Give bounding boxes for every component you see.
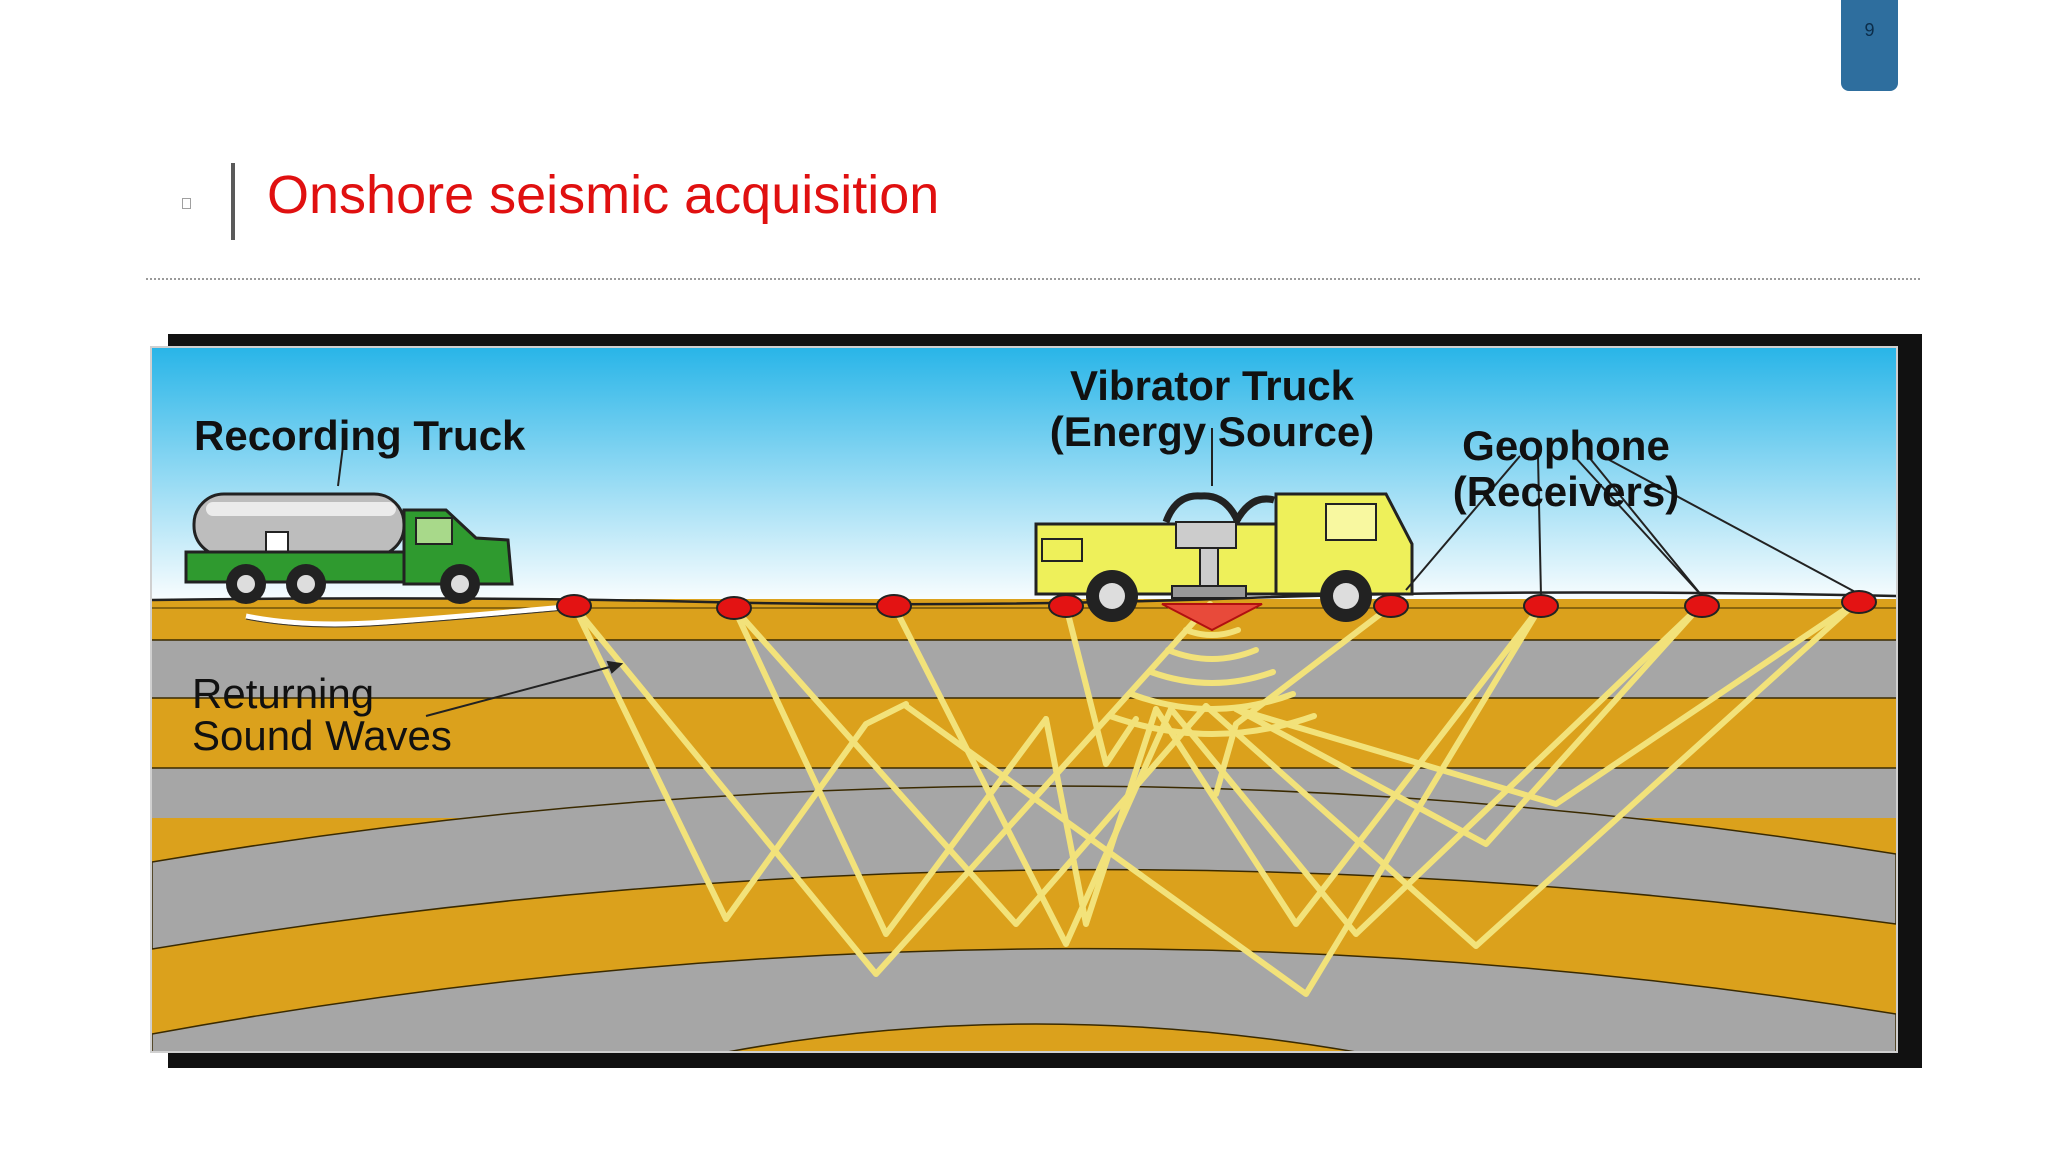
geophones <box>556 590 1877 620</box>
label-geophone-line2: (Receivers) <box>1453 468 1679 515</box>
geophone-8 <box>1841 590 1877 614</box>
leader-lines <box>337 428 1860 717</box>
curved-gold-core <box>728 1023 1355 1051</box>
recording-truck-icon <box>184 492 577 628</box>
label-returning-line2: Sound Waves <box>192 712 452 759</box>
geophone-1 <box>556 594 592 618</box>
title-accent-bar <box>231 163 235 240</box>
label-vibrator-truck-line1: Vibrator Truck <box>1070 362 1355 409</box>
vibrator-truck-icon <box>1034 492 1414 622</box>
sound-wave-arcs-icon <box>1107 627 1317 737</box>
slide-number: 9 <box>1864 20 1875 40</box>
geophone-7 <box>1684 594 1720 618</box>
label-geophone-line1: Geophone <box>1462 422 1670 469</box>
slide-number-tab: 9 <box>1841 0 1898 91</box>
geophone-2 <box>716 596 752 620</box>
label-recording-truck: Recording Truck <box>194 412 526 459</box>
flat-gray-layer-1 <box>152 640 1896 698</box>
geophone-4 <box>1048 594 1084 618</box>
geophone-3 <box>876 594 912 618</box>
seismic-diagram: Recording Truck Vibrator Truck (Energy S… <box>146 334 1922 1068</box>
energy-arrow-icon <box>1161 603 1263 632</box>
geophone-6 <box>1523 594 1559 618</box>
ground-surface <box>152 591 1896 606</box>
label-vibrator-truck-line2: (Energy Source) <box>1050 408 1374 455</box>
label-returning-line1: Returning <box>192 670 374 717</box>
bullet-icon <box>182 198 191 209</box>
diagram-panel: Recording Truck Vibrator Truck (Energy S… <box>152 348 1896 1051</box>
slide-title: Onshore seismic acquisition <box>267 165 940 225</box>
geophone-5 <box>1373 594 1409 618</box>
seismic-rays <box>571 597 1862 997</box>
title-divider <box>146 278 1920 280</box>
curved-gray-layer-2 <box>152 947 1896 1051</box>
seismic-diagram-svg: Recording Truck Vibrator Truck (Energy S… <box>150 334 1922 1068</box>
